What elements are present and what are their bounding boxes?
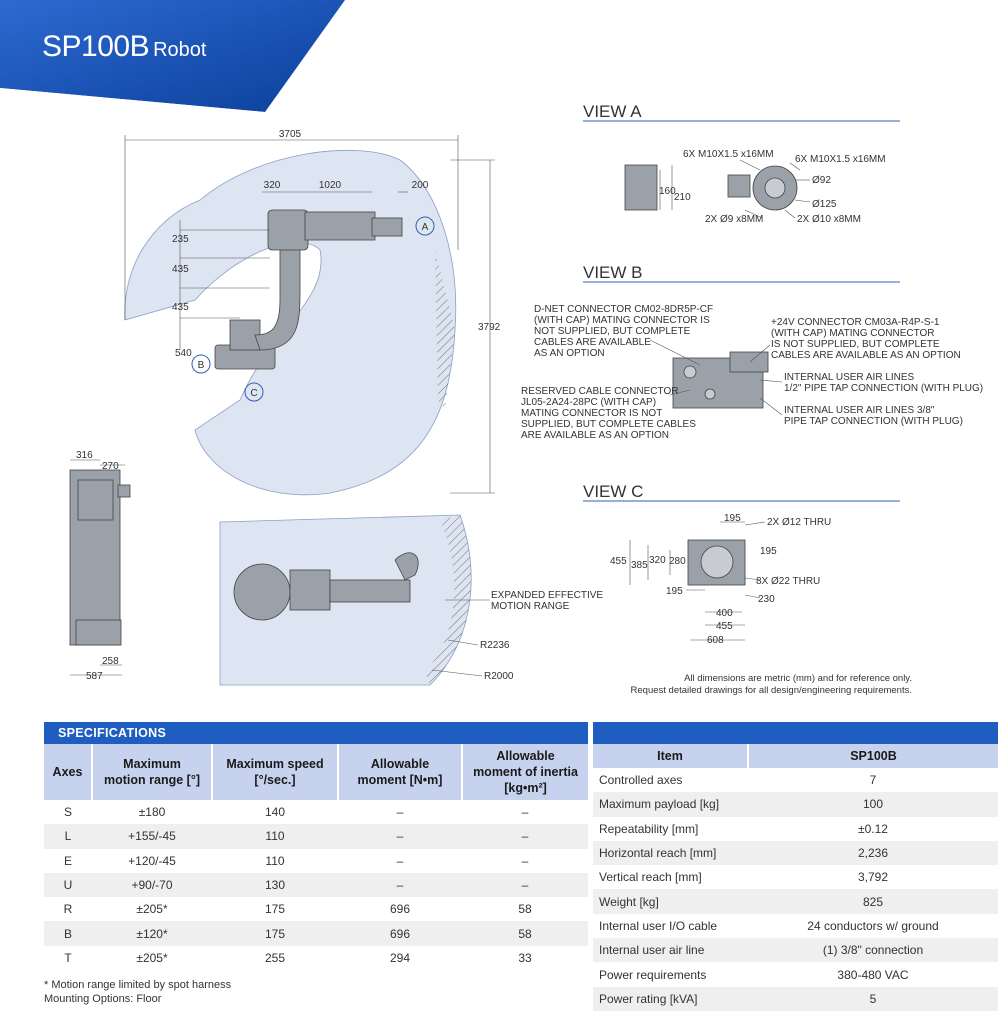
view-a-d160: 160 (659, 186, 676, 197)
col-axes: Axes (44, 744, 93, 800)
view-a-note-1: 6X M10X1.5 x16MM (683, 149, 774, 160)
col-model: SP100B (748, 744, 998, 768)
dim-270: 270 (102, 461, 119, 472)
view-c: VIEW C 195 2X Ø12 THRU 195 455 385 320 2… (583, 482, 900, 646)
col-max-speed: Maximum speed[°/sec.] (212, 744, 339, 800)
dim-320: 320 (264, 180, 281, 191)
mounting-options: Mounting Options: Floor (44, 993, 162, 1006)
technical-drawings: A B C 3705 320 1020 200 235 435 435 (69, 102, 983, 696)
view-a-note-3: 2X Ø9 x8MM (705, 214, 763, 225)
dim-3705: 3705 (279, 129, 302, 140)
view-c-d385: 385 (631, 560, 648, 571)
view-a-d92: Ø92 (812, 175, 831, 186)
main-side-view: A B C 3705 320 1020 200 235 435 435 (124, 129, 501, 496)
radius-2236: R2236 (480, 640, 510, 651)
footnote: * Motion range limited by spot harness (44, 979, 232, 992)
dnet-connector-note: D-NET CONNECTOR CM02-8DR5P-CF (WITH CAP)… (534, 304, 716, 359)
dim-235: 235 (172, 234, 189, 245)
table-row: Vertical reach [mm]3,792 (599, 870, 889, 885)
view-b: VIEW B D-NET CONNECTOR CM02-8DR5P-CF (WI… (521, 263, 983, 441)
range-label-1: EXPANDED EFFECTIVE (491, 590, 603, 601)
col-item: Item (593, 744, 749, 768)
model-name: SP100B (42, 30, 150, 63)
range-label-2: MOTION RANGE (491, 601, 570, 612)
view-a-d125: Ø125 (812, 199, 837, 210)
view-c-d455: 455 (610, 556, 627, 567)
callout-b: B (198, 360, 205, 371)
table-row: Horizontal reach [mm]2,236 (593, 840, 998, 866)
table-row: Weight [kg]825 (593, 889, 998, 914)
view-c-d280: 280 (669, 556, 686, 567)
front-view: 316 270 258 587 (69, 450, 131, 682)
air-line-38-note: INTERNAL USER AIR LINES 3/8" PIPE TAP CO… (784, 405, 963, 427)
view-c-thru12: 2X Ø12 THRU (767, 517, 831, 528)
view-c-d195-c: 195 (666, 586, 683, 597)
dim-3792: 3792 (478, 322, 501, 333)
reserved-connector-note: RESERVED CABLE CONNECTOR JL05-2A24-28PC … (521, 386, 699, 441)
specifications-title: SPECIFICATIONS (44, 722, 588, 744)
view-c-d195-a: 195 (724, 513, 741, 524)
dim-540: 540 (175, 348, 192, 359)
item-section-bar (593, 722, 998, 744)
table-row: Repeatability [mm]±0.12 (599, 821, 888, 836)
view-c-d195-b: 195 (760, 546, 777, 557)
view-a-note-4: 2X Ø10 x8MM (797, 214, 861, 225)
view-c-d608: 608 (707, 635, 724, 646)
callout-a: A (422, 222, 429, 233)
table-header-row: Item SP100B (593, 744, 998, 768)
model-kind: Robot (153, 39, 207, 61)
dim-1020: 1020 (319, 180, 342, 191)
specifications-notes: * Motion range limited by spot harness M… (44, 978, 588, 1006)
view-a-note-2: 6X M10X1.5 x16MM (795, 154, 886, 165)
table-row: Maximum payload [kg]100 (593, 792, 998, 817)
view-c-d320: 320 (649, 555, 666, 566)
view-c-title: VIEW C (583, 482, 643, 501)
view-a: VIEW A 6X M10X1.5 x16MM 6X M10X1.5 x16MM… (583, 102, 900, 225)
dim-200: 200 (412, 180, 429, 191)
dim-587: 587 (86, 671, 103, 682)
table-row: Internal user air line(1) 3/8" connectio… (593, 938, 998, 963)
radius-2000: R2000 (484, 671, 514, 682)
disclaimer-line-1: All dimensions are metric (mm) and for r… (684, 673, 912, 684)
table-row: Power rating [kVA]5 (593, 986, 998, 1011)
view-a-title: VIEW A (583, 102, 642, 121)
top-view: EXPANDED EFFECTIVE MOTION RANGE R2236 R2… (219, 514, 603, 686)
dim-258: 258 (102, 656, 119, 667)
callout-c: C (250, 388, 257, 399)
dim-435-a: 435 (172, 264, 189, 275)
p24v-connector-note: +24V CONNECTOR CM03A-R4P-S-1 (WITH CAP) … (771, 317, 961, 361)
view-c-thru22: 8X Ø22 THRU (756, 576, 820, 587)
air-line-half-note: INTERNAL USER AIR LINES 1/2" PIPE TAP CO… (784, 372, 983, 394)
disclaimer-line-2: Request detailed drawings for all design… (631, 685, 912, 696)
view-c-d455-b: 455 (716, 621, 733, 632)
view-b-title: VIEW B (583, 263, 643, 282)
dim-435-b: 435 (172, 302, 189, 313)
view-c-d230: 230 (758, 594, 775, 605)
view-c-d400: 400 (716, 608, 733, 619)
view-a-d210: 210 (674, 192, 691, 203)
dim-316: 316 (76, 450, 93, 461)
